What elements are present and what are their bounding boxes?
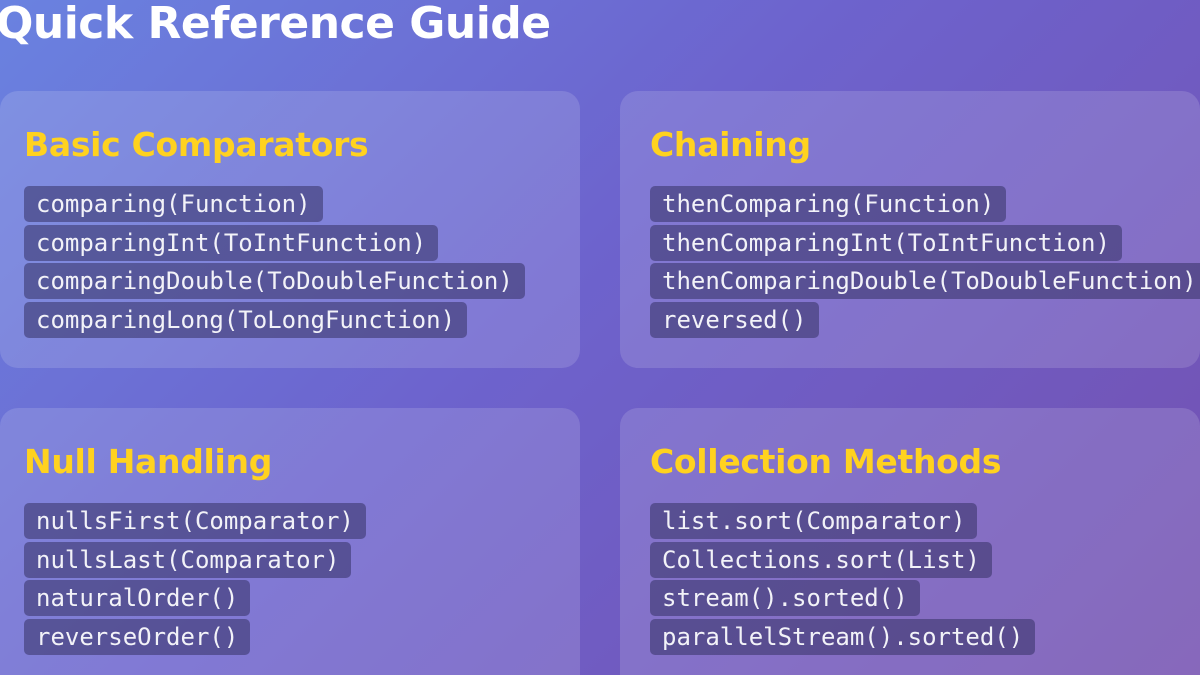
code-chip: parallelStream().sorted() bbox=[650, 618, 1036, 655]
method-list: thenComparing(Function) thenComparingInt… bbox=[650, 186, 1200, 340]
code-chip: Collections.sort(List) bbox=[650, 541, 992, 578]
code-chip: reversed() bbox=[650, 301, 819, 338]
list-item: parallelStream().sorted() bbox=[650, 618, 1200, 658]
list-item: list.sort(Comparator) bbox=[650, 503, 1200, 542]
code-chip: thenComparingInt(ToIntFunction) bbox=[650, 224, 1122, 261]
code-chip: nullsLast(Comparator) bbox=[24, 541, 352, 578]
section-title: Collection Methods bbox=[650, 442, 1002, 481]
code-chip: stream().sorted() bbox=[650, 580, 920, 616]
section-title: Chaining bbox=[650, 125, 811, 164]
method-list: nullsFirst(Comparator) nullsLast(Compara… bbox=[24, 503, 580, 657]
list-item: stream().sorted() bbox=[650, 580, 1200, 619]
code-chip: comparingDouble(ToDoubleFunction) bbox=[24, 263, 525, 299]
list-item: thenComparingInt(ToIntFunction) bbox=[650, 224, 1200, 264]
list-item: Collections.sort(List) bbox=[650, 541, 1200, 581]
section-title: Null Handling bbox=[24, 442, 273, 481]
section-basic-comparators: Basic Comparators comparing(Function) co… bbox=[0, 91, 580, 368]
list-item: reverseOrder() bbox=[24, 618, 580, 658]
list-item: nullsLast(Comparator) bbox=[24, 541, 580, 581]
code-chip: thenComparingDouble(ToDoubleFunction) bbox=[650, 263, 1200, 299]
code-chip: nullsFirst(Comparator) bbox=[24, 503, 366, 539]
code-chip: reverseOrder() bbox=[24, 618, 251, 655]
section-title: Basic Comparators bbox=[24, 125, 369, 164]
code-chip: list.sort(Comparator) bbox=[650, 503, 978, 539]
list-item: naturalOrder() bbox=[24, 580, 580, 619]
section-collection-methods: Collection Methods list.sort(Comparator)… bbox=[620, 408, 1200, 675]
section-chaining: Chaining thenComparing(Function) thenCom… bbox=[620, 91, 1200, 368]
method-list: list.sort(Comparator) Collections.sort(L… bbox=[650, 503, 1200, 657]
list-item: comparingLong(ToLongFunction) bbox=[24, 301, 580, 341]
section-null-handling: Null Handling nullsFirst(Comparator) nul… bbox=[0, 408, 580, 675]
list-item: reversed() bbox=[650, 301, 1200, 341]
list-item: nullsFirst(Comparator) bbox=[24, 503, 580, 542]
code-chip: naturalOrder() bbox=[24, 580, 251, 616]
code-chip: comparingLong(ToLongFunction) bbox=[24, 301, 468, 338]
code-chip: comparing(Function) bbox=[24, 186, 323, 222]
code-chip: thenComparing(Function) bbox=[650, 186, 1007, 222]
list-item: comparing(Function) bbox=[24, 186, 580, 225]
method-list: comparing(Function) comparingInt(ToIntFu… bbox=[24, 186, 580, 340]
code-chip: comparingInt(ToIntFunction) bbox=[24, 224, 439, 261]
page-title: Quick Reference Guide bbox=[0, 0, 551, 49]
list-item: thenComparing(Function) bbox=[650, 186, 1200, 225]
list-item: comparingInt(ToIntFunction) bbox=[24, 224, 580, 264]
list-item: comparingDouble(ToDoubleFunction) bbox=[24, 263, 580, 302]
list-item: thenComparingDouble(ToDoubleFunction) bbox=[650, 263, 1200, 302]
